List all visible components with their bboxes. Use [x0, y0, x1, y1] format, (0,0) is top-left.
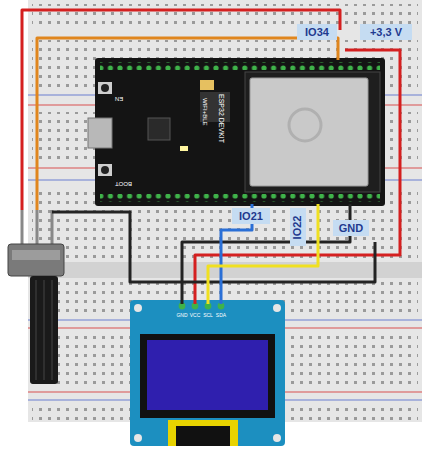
board-label: SCL: [203, 313, 213, 318]
pin-callout: IO21: [232, 208, 270, 224]
pin-label: IO21: [239, 211, 263, 222]
board-label: VCC: [190, 313, 201, 318]
board-label: SDA: [216, 313, 226, 318]
board-label: GND: [176, 313, 187, 318]
board-label: WIFI+BLE: [202, 98, 208, 126]
oled-module: GNDVCCSCLSDA: [130, 300, 285, 446]
board-label: EN: [115, 96, 123, 102]
oled-display: [130, 300, 285, 446]
breadboard: [28, 278, 422, 422]
board-label: ESP32 DEVKIT: [218, 94, 225, 143]
wires: [22, 10, 400, 304]
pin-callout: IO34: [297, 24, 337, 40]
board-label: BOOT: [115, 181, 132, 187]
breadboard: [28, 0, 422, 262]
esp32-board: [88, 58, 385, 206]
pin-callout: +3,3 V: [360, 24, 412, 40]
potentiometer: [8, 210, 64, 384]
pin-callout: IO22: [290, 208, 306, 246]
pin-label: GND: [339, 223, 363, 234]
pin-callout: GND: [333, 220, 369, 236]
esp32-module: ESP32 DEVKIT WIFI+BLE EN BOOT: [95, 58, 385, 206]
pin-label: +3,3 V: [370, 27, 402, 38]
pin-label: IO22: [293, 215, 304, 239]
pin-label: IO34: [305, 27, 329, 38]
